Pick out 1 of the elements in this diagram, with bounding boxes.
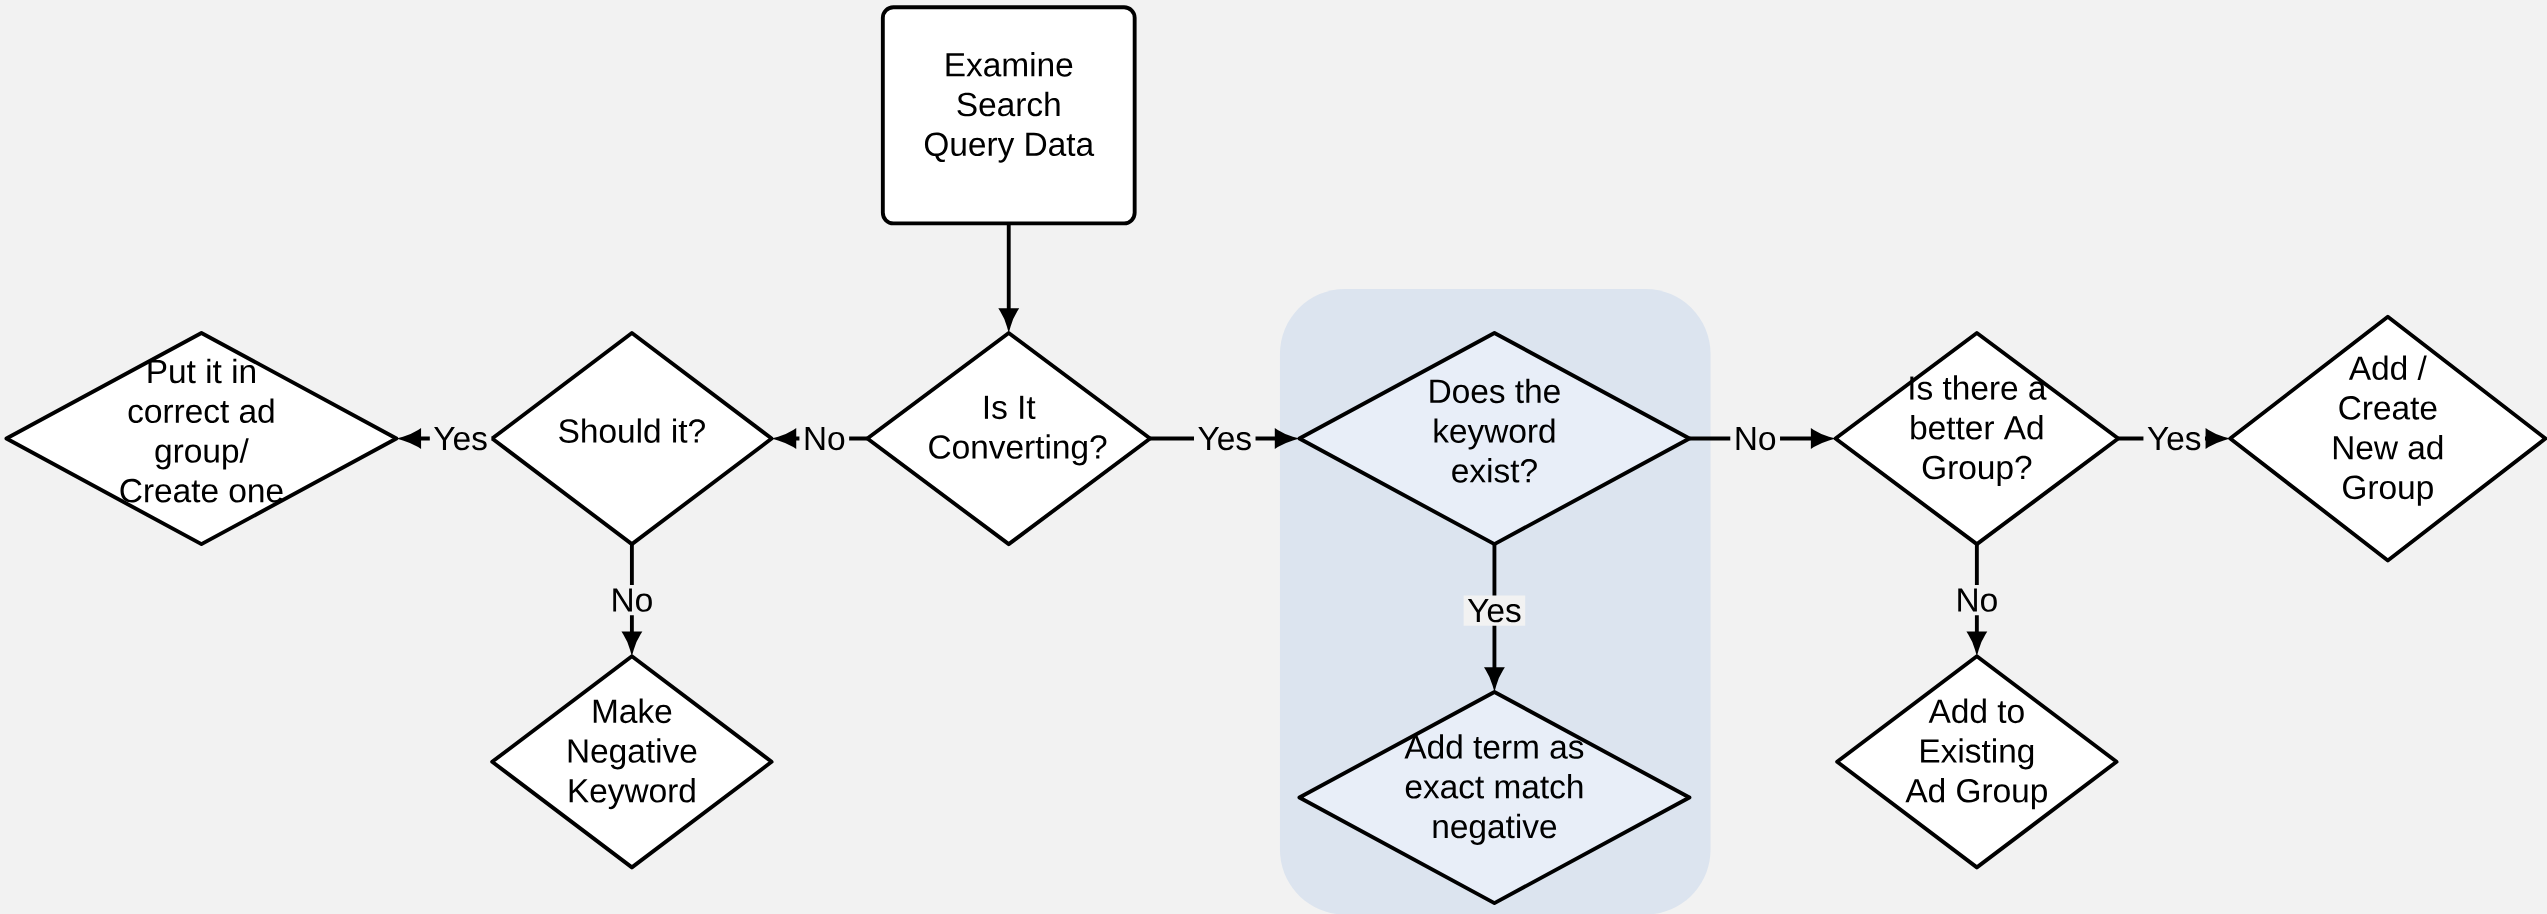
process-box: Examine Search Query Data [880, 5, 1137, 226]
